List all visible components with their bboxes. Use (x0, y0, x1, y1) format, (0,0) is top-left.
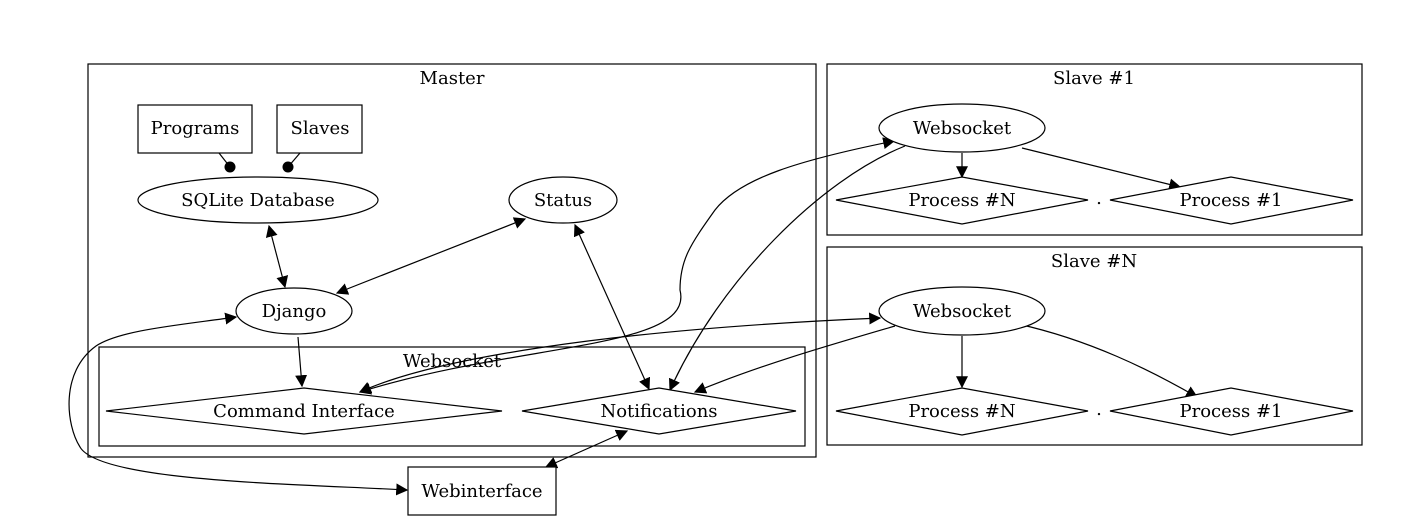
slaven-separator-dot: . (1096, 399, 1102, 420)
node-slaven-process-1[interactable]: Process #1 (1109, 387, 1354, 436)
node-slave1-websocket[interactable]: Websocket (878, 103, 1046, 153)
node-django[interactable]: Django (235, 287, 353, 335)
node-programs-label: Programs (151, 118, 240, 139)
node-notifications[interactable]: Notifications (521, 387, 797, 435)
node-sqlite-database-label: SQLite Database (181, 190, 335, 211)
node-slave1-process-n[interactable]: Process #N (835, 176, 1089, 225)
node-status[interactable]: Status (508, 176, 618, 224)
node-sqlite-database[interactable]: SQLite Database (137, 176, 379, 224)
node-slaves-label: Slaves (291, 118, 350, 139)
node-slaven-websocket-label: Websocket (913, 301, 1012, 322)
edge-programs-sqlite (218, 152, 236, 173)
edge-slave1-websocket-process-1 (1021, 147, 1182, 191)
node-slaven-process-1-label: Process #1 (1179, 401, 1282, 422)
edge-django-webinterface (68, 312, 409, 496)
edge-slaven-websocket-process-1 (1017, 323, 1199, 398)
edge-notifications-webinterface (544, 429, 629, 469)
node-status-label: Status (534, 190, 592, 211)
node-slaves[interactable]: Slaves (276, 104, 363, 154)
cluster-slave-n-label: Slave #N (1051, 251, 1137, 272)
node-slave1-process-n-label: Process #N (908, 190, 1015, 211)
edge-slave1-websocket-notifications (669, 145, 906, 392)
node-slaven-process-n[interactable]: Process #N (835, 387, 1089, 436)
node-slave1-websocket-label: Websocket (913, 118, 1012, 139)
cluster-slave-1-label: Slave #1 (1053, 68, 1135, 89)
edge-django-command (295, 336, 308, 388)
node-slave1-process-1[interactable]: Process #1 (1109, 176, 1354, 225)
edge-status-django (335, 217, 527, 295)
edge-sqlite-django (265, 224, 289, 289)
node-django-label: Django (262, 301, 327, 322)
edge-command-slaven-websocket (358, 312, 882, 393)
node-slaven-websocket[interactable]: Websocket (878, 286, 1046, 336)
edge-status-notifications (573, 223, 651, 391)
node-programs[interactable]: Programs (137, 104, 253, 154)
node-slaven-process-n-label: Process #N (908, 401, 1015, 422)
edge-slaven-websocket-notifications (693, 325, 896, 394)
node-slave1-process-1-label: Process #1 (1179, 190, 1282, 211)
node-command-interface-label: Command Interface (213, 401, 395, 422)
edge-slaves-sqlite (282, 152, 301, 173)
slave1-separator-dot: . (1096, 188, 1102, 209)
cluster-master-label: Master (420, 68, 485, 89)
node-notifications-label: Notifications (600, 401, 717, 422)
node-command-interface[interactable]: Command Interface (105, 387, 503, 435)
node-webinterface[interactable]: Webinterface (407, 466, 557, 516)
node-webinterface-label: Webinterface (421, 481, 542, 502)
edges (68, 137, 1199, 496)
